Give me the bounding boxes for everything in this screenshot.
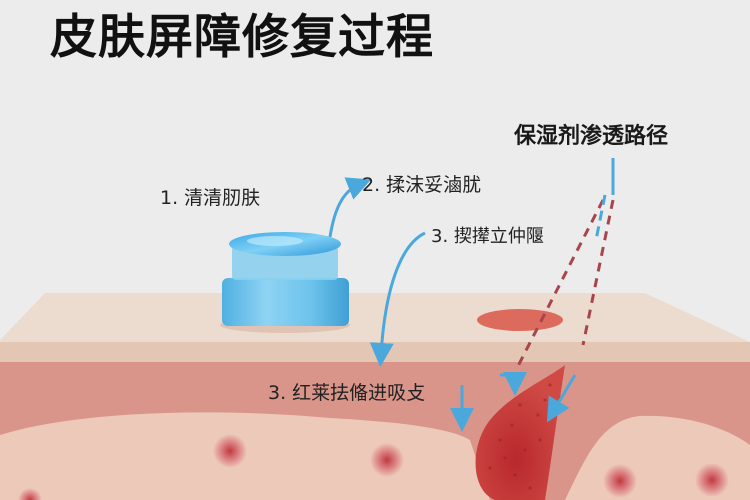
cell-icon	[603, 464, 637, 498]
path-start-line-2	[594, 194, 607, 241]
step-1-label: 1. 清清肕肤	[160, 187, 261, 209]
down-arrow-icon	[500, 372, 527, 396]
step-2-label: 2. 揉沫妥滷肬	[362, 174, 482, 196]
diagonal-arrow-icon	[546, 374, 577, 423]
path-legend-label: 保湿剂渗透路径	[514, 124, 669, 149]
step-3-label: 3. 揳撵立仲隁	[431, 226, 544, 247]
hair-follicle	[475, 365, 565, 500]
cell-icon	[213, 434, 247, 468]
stratum-corneum-layer	[0, 342, 750, 362]
penetration-path-2	[581, 199, 615, 346]
step-3b-label: 3. 红莱抾偹进吸攴	[268, 382, 426, 404]
curved-arrow-icon	[328, 177, 372, 238]
surface-spot	[477, 309, 563, 331]
follicle-texture	[488, 383, 552, 490]
curved-arrow-icon	[369, 231, 426, 367]
cell-icon	[695, 463, 729, 497]
cell-icon	[370, 443, 404, 477]
cell-icon	[18, 488, 42, 500]
cream-jar-icon	[220, 232, 350, 333]
page-title: 皮肤屏障修复过程	[50, 10, 434, 65]
skin-surface	[0, 293, 750, 345]
